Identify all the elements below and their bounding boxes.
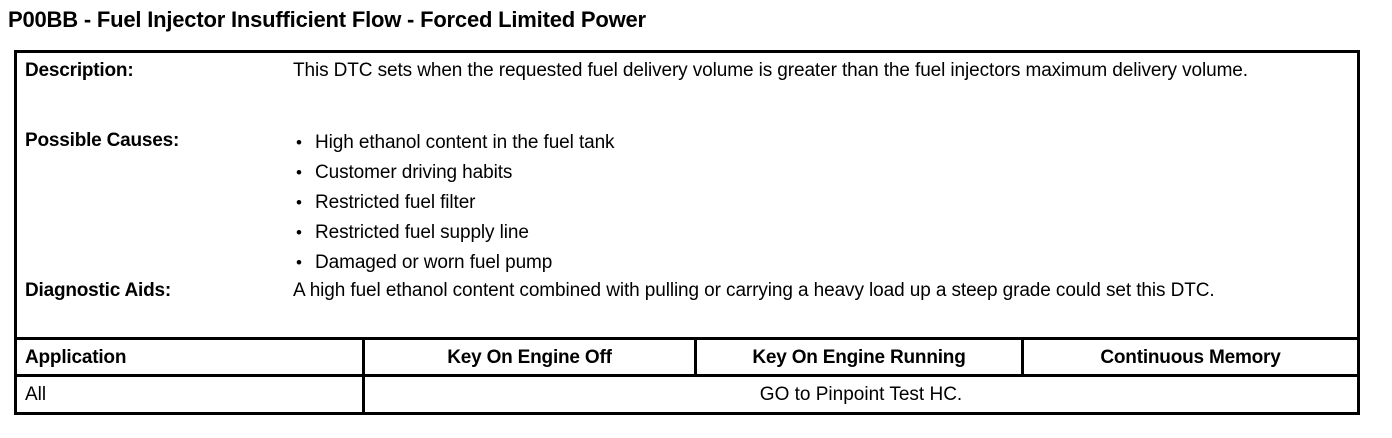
table-row: All GO to Pinpoint Test HC. — [17, 377, 1357, 413]
list-item-label: Restricted fuel supply line — [315, 222, 529, 243]
column-header-key-on-engine-off: Key On Engine Off — [365, 340, 697, 374]
table-header-row: Application Key On Engine Off Key On Eng… — [17, 340, 1357, 377]
test-results-grid: Application Key On Engine Off Key On Eng… — [17, 337, 1357, 413]
cell-merged-result: GO to Pinpoint Test HC. — [759, 384, 963, 405]
description-text: This DTC sets when the requested fuel de… — [293, 60, 1248, 81]
list-item-label: Customer driving habits — [315, 162, 513, 183]
bullet-icon: • — [296, 253, 302, 272]
definition-block: Description: This DTC sets when the requ… — [17, 53, 1357, 337]
dtc-detail-table: Description: This DTC sets when the requ… — [14, 50, 1360, 415]
column-header-application: Application — [17, 340, 365, 374]
bullet-icon: • — [296, 133, 302, 152]
bullet-icon: • — [296, 193, 302, 212]
column-header-continuous-memory: Continuous Memory — [1100, 347, 1281, 368]
possible-causes-label: Possible Causes: — [25, 130, 180, 151]
diagnostic-aids-text: A high fuel ethanol content combined wit… — [293, 280, 1215, 301]
bullet-icon: • — [296, 223, 302, 242]
possible-causes-list: • High ethanol content in the fuel tank •… — [293, 128, 1347, 278]
list-item-label: Damaged or worn fuel pump — [315, 252, 553, 273]
bullet-icon: • — [296, 163, 302, 182]
diagnostic-aids-label: Diagnostic Aids: — [25, 280, 171, 301]
description-label: Description: — [25, 60, 134, 81]
possible-causes-row: Possible Causes: • High ethanol content i… — [17, 128, 1357, 278]
list-item: • Restricted fuel filter — [293, 188, 1347, 218]
possible-causes-value: • High ethanol content in the fuel tank •… — [293, 128, 1357, 278]
list-item: • Customer driving habits — [293, 158, 1347, 188]
page-title: P00BB - Fuel Injector Insufficient Flow … — [8, 7, 646, 32]
list-item: • Restricted fuel supply line — [293, 218, 1347, 248]
description-value: This DTC sets when the requested fuel de… — [293, 58, 1357, 84]
list-item-label: Restricted fuel filter — [315, 192, 476, 213]
list-item: • Damaged or worn fuel pump — [293, 248, 1347, 278]
diagnostic-aids-value: A high fuel ethanol content combined wit… — [293, 278, 1357, 304]
description-row: Description: This DTC sets when the requ… — [17, 58, 1357, 84]
cell-application: All — [17, 377, 365, 413]
list-item: • High ethanol content in the fuel tank — [293, 128, 1347, 158]
list-item-label: High ethanol content in the fuel tank — [315, 132, 615, 153]
diagnostic-aids-row: Diagnostic Aids: A high fuel ethanol con… — [17, 278, 1357, 304]
column-header-key-on-engine-running: Key On Engine Running — [697, 340, 1024, 374]
